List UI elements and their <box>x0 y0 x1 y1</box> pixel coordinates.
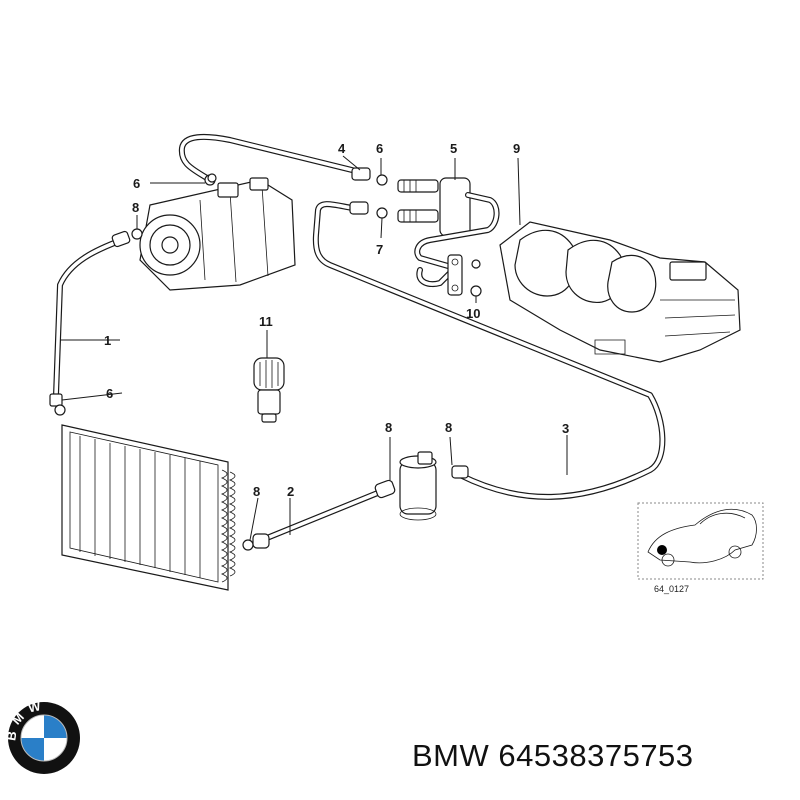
callout-10: 10 <box>466 306 480 321</box>
compressor <box>139 177 296 291</box>
callout-5: 5 <box>450 141 457 156</box>
condenser <box>61 424 236 591</box>
callout-11: 11 <box>259 314 273 329</box>
part-number: 64538375753 <box>498 738 694 773</box>
callout-6-valve: 6 <box>376 141 383 156</box>
callout-8-condenser: 8 <box>253 484 260 499</box>
brand-name: BMW <box>412 738 490 773</box>
expansion-valve <box>397 177 500 296</box>
evaporator-housing <box>499 221 741 363</box>
callout-9: 9 <box>513 141 520 156</box>
bmw-logo: BMW <box>6 700 80 774</box>
pipe-1 <box>53 237 125 398</box>
inset-car-thumbnail: 64_0127 <box>637 502 764 594</box>
callout-1: 1 <box>104 333 111 348</box>
callout-labels: 1 2 3 4 5 6 6 6 7 8 8 8 8 9 10 11 <box>104 141 569 499</box>
callout-6-condenser: 6 <box>106 386 113 401</box>
pipe-4 <box>178 133 363 183</box>
leader-lines <box>60 155 568 541</box>
callout-8-compressor: 8 <box>132 200 139 215</box>
part-caption: BMW 64538375753 <box>412 738 792 782</box>
callout-2: 2 <box>287 484 294 499</box>
callout-6-compressor: 6 <box>133 176 140 191</box>
callout-8-dryer-left: 8 <box>385 420 392 435</box>
callout-8-dryer-right: 8 <box>445 420 452 435</box>
callout-4: 4 <box>338 141 346 156</box>
inset-reference-code: 64_0127 <box>654 584 689 594</box>
pressure-switch <box>253 357 285 423</box>
receiver-dryer <box>399 451 469 521</box>
callout-3: 3 <box>562 421 569 436</box>
callout-7: 7 <box>376 242 383 257</box>
